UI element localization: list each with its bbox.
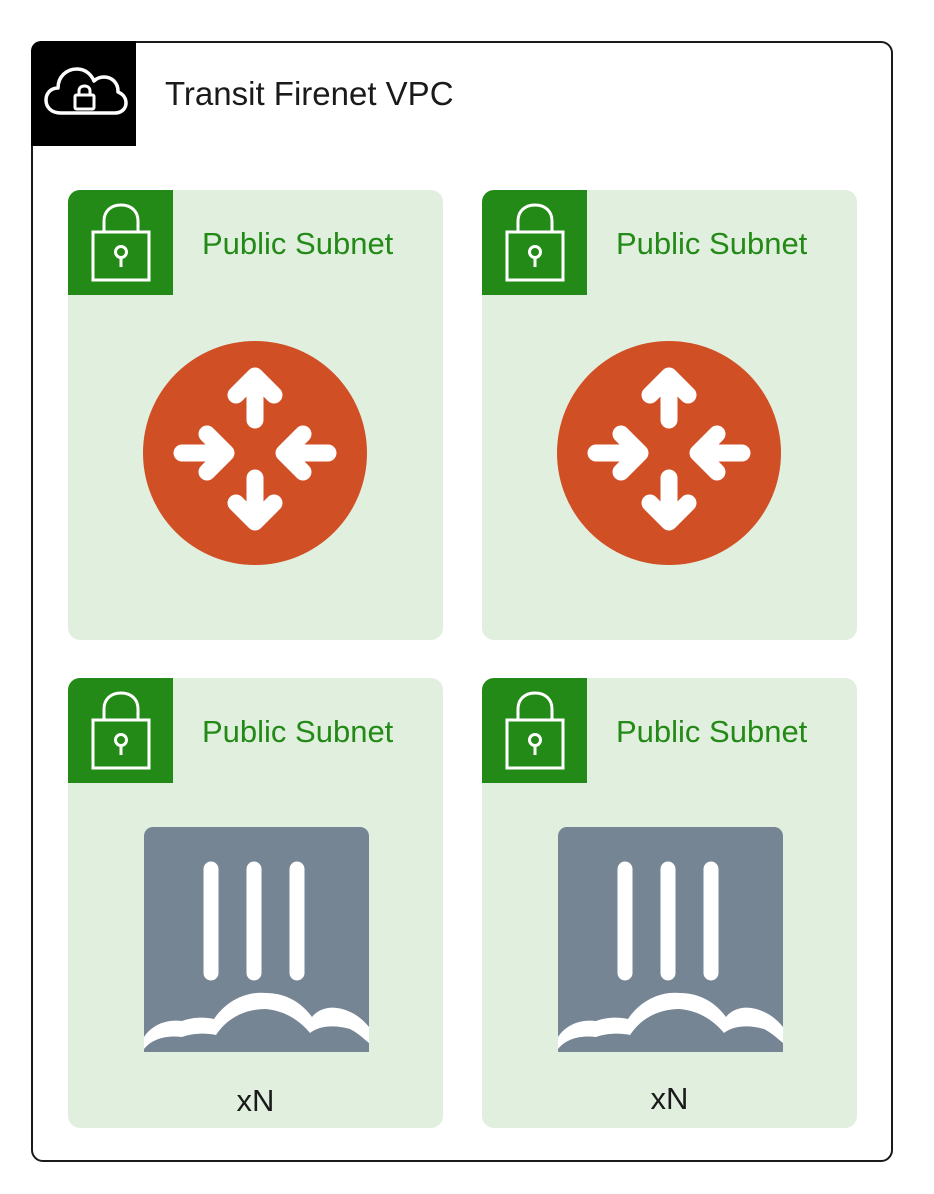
instance-count-label: xN — [650, 1081, 689, 1116]
padlock-icon — [505, 691, 565, 770]
subnet-label: Public Subnet — [616, 714, 808, 749]
instance-count-label: xN — [236, 1083, 275, 1118]
subnet-badge — [68, 678, 173, 783]
subnet-label: Public Subnet — [616, 226, 808, 261]
subnet-label: Public Subnet — [202, 226, 394, 261]
public-subnet-1: Public Subnet — [68, 190, 443, 640]
firewall-icon — [144, 827, 369, 1052]
public-subnet-3: Public Subnet xN — [68, 678, 443, 1128]
cloud-lock-icon — [44, 67, 128, 115]
router-icon — [143, 341, 367, 565]
router-icon — [557, 341, 781, 565]
padlock-icon — [91, 203, 151, 282]
firewall-icon — [558, 827, 783, 1052]
subnet-badge — [482, 190, 587, 295]
subnet-badge — [482, 678, 587, 783]
vpc-badge — [31, 41, 136, 146]
vpc-title: Transit Firenet VPC — [165, 75, 454, 112]
subnet-badge — [68, 190, 173, 295]
public-subnet-2: Public Subnet — [482, 190, 857, 640]
padlock-icon — [91, 691, 151, 770]
subnet-label: Public Subnet — [202, 714, 394, 749]
public-subnet-4: Public Subnet xN — [482, 678, 857, 1128]
padlock-icon — [505, 203, 565, 282]
